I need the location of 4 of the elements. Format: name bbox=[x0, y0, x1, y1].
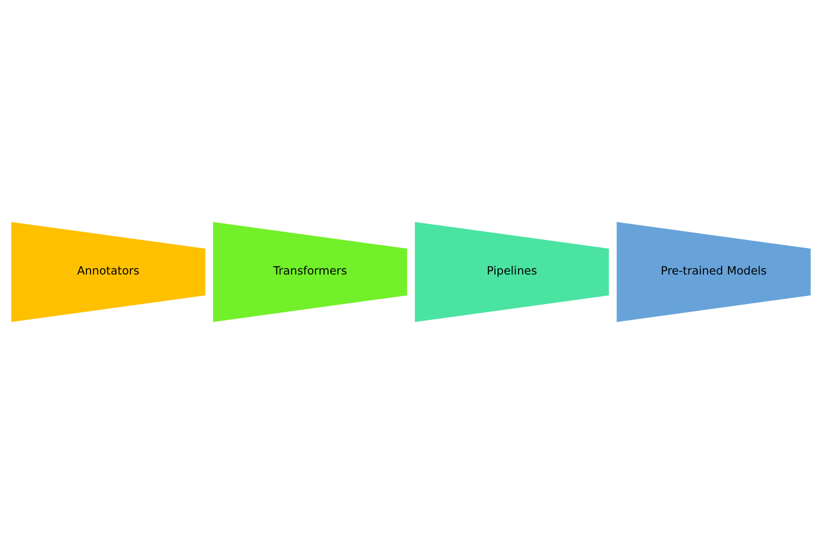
node-box: Pre-trained Models bbox=[616, 222, 811, 322]
node-box: Annotators bbox=[11, 222, 206, 322]
node-box: Transformers bbox=[213, 222, 408, 322]
node-box: Pipelines bbox=[414, 222, 609, 322]
